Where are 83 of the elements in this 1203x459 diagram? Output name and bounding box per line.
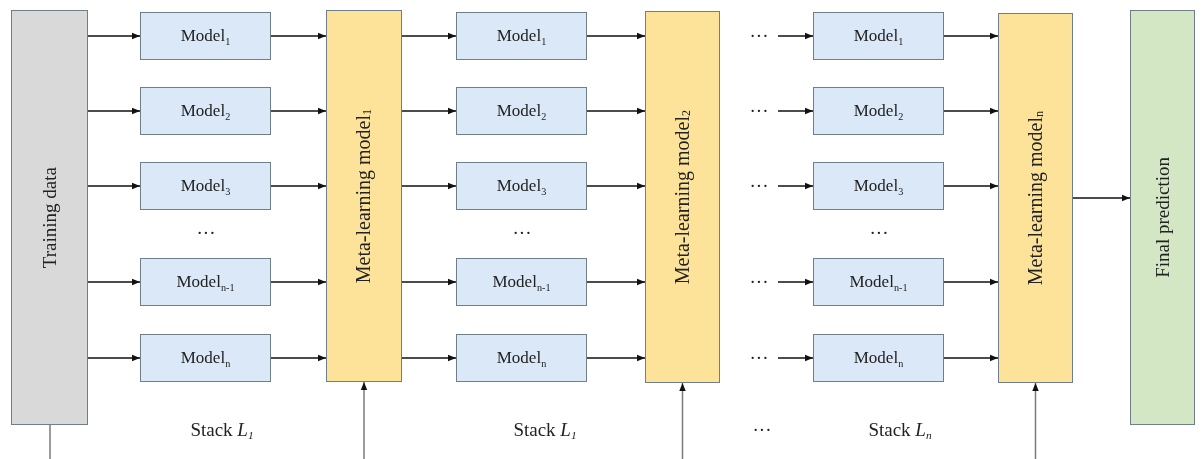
arrow <box>679 382 686 459</box>
model-box <box>456 87 587 135</box>
arrow <box>777 182 814 190</box>
model-box <box>813 12 944 60</box>
arrow <box>270 107 327 115</box>
output-column <box>1130 10 1195 425</box>
node-label: Model$_{3}$ <box>180 175 231 197</box>
model-box <box>456 12 587 60</box>
arrow <box>943 278 999 286</box>
model-box <box>813 162 944 210</box>
node-label: Model$_{2}$ <box>180 100 231 122</box>
arrow <box>777 32 814 40</box>
model-box <box>456 258 587 306</box>
arrow <box>401 107 457 115</box>
arrow <box>586 32 646 40</box>
stack-label: Stack L$_{1}$ <box>190 418 254 442</box>
arrow <box>777 107 814 115</box>
arrow <box>87 107 141 115</box>
model-box <box>456 162 587 210</box>
meta-model-column <box>998 13 1073 383</box>
node-label: Model$_{1}$ <box>853 25 904 47</box>
model-box <box>813 258 944 306</box>
arrow <box>586 107 646 115</box>
arrow <box>943 182 999 190</box>
model-box <box>813 334 944 382</box>
arrow <box>270 32 327 40</box>
arrow <box>586 354 646 362</box>
ellipsis: ··· <box>749 271 769 293</box>
model-box <box>813 87 944 135</box>
model-box <box>456 334 587 382</box>
ellipsis: ··· <box>869 222 889 244</box>
ellipsis: ··· <box>749 175 769 197</box>
arrow <box>943 32 999 40</box>
arrow <box>943 107 999 115</box>
node-label: Training data <box>38 166 61 269</box>
node-label: Model$_{n}$ <box>496 347 547 369</box>
node-label: Model$_{n}$ <box>853 347 904 369</box>
arrow <box>943 354 999 362</box>
ellipsis: ··· <box>749 100 769 122</box>
arrow <box>270 354 327 362</box>
node-label: Model$_{2}$ <box>496 100 547 122</box>
model-box <box>140 258 271 306</box>
arrow <box>777 354 814 362</box>
ellipsis: ··· <box>512 222 532 244</box>
arrow <box>87 182 141 190</box>
model-box <box>140 162 271 210</box>
arrow <box>586 182 646 190</box>
node-label: Model$_{n-1}$ <box>492 271 551 293</box>
stack-label: Stack L$_{n}$ <box>868 418 932 442</box>
node-label: Model$_{1}$ <box>180 25 231 47</box>
ellipsis: ··· <box>196 222 216 244</box>
arrow <box>777 278 814 286</box>
node-label: Model$_{1}$ <box>496 25 547 47</box>
node-label: Model$_{n-1}$ <box>176 271 235 293</box>
arrow <box>87 354 141 362</box>
arrow <box>1032 382 1039 459</box>
arrow <box>270 278 327 286</box>
arrow <box>586 278 646 286</box>
model-box <box>140 334 271 382</box>
data-column <box>11 10 88 425</box>
arrow <box>1072 194 1131 202</box>
meta-model-column <box>326 10 402 382</box>
arrow <box>401 278 457 286</box>
ellipsis: ··· <box>749 347 769 369</box>
ellipsis: ··· <box>749 25 769 47</box>
arrow <box>270 182 327 190</box>
arrow <box>87 32 141 40</box>
model-box <box>140 87 271 135</box>
arrow <box>87 278 141 286</box>
node-label: Model$_{3}$ <box>496 175 547 197</box>
arrow <box>401 354 457 362</box>
node-label: Model$_{3}$ <box>853 175 904 197</box>
node-label: Model$_{n}$ <box>180 347 231 369</box>
node-label: Model$_{2}$ <box>853 100 904 122</box>
node-label: Final prediction <box>1151 157 1174 278</box>
arrow <box>401 32 457 40</box>
ellipsis: ··· <box>752 419 772 441</box>
stack-label: Stack L$_{1}$ <box>513 418 577 442</box>
node-label: Model$_{n-1}$ <box>849 271 908 293</box>
meta-model-column <box>645 11 720 383</box>
arrow <box>360 381 368 459</box>
model-box <box>140 12 271 60</box>
arrow <box>401 182 457 190</box>
